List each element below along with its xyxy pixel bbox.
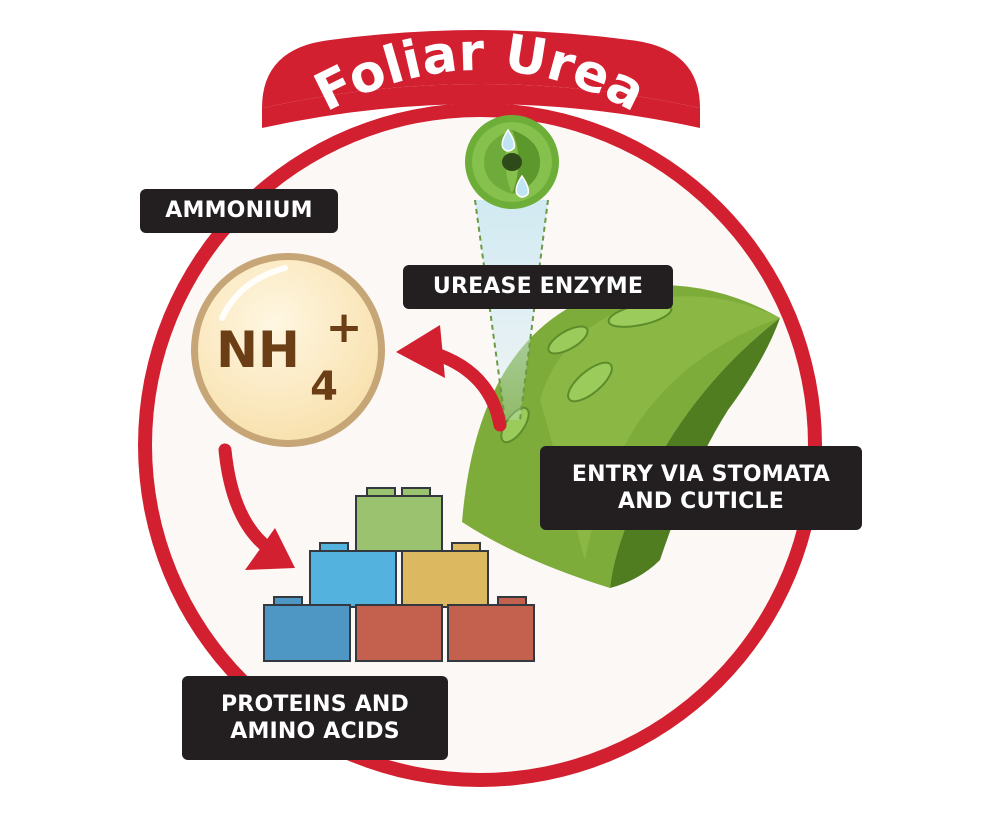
- label-urease-enzyme: UREASE ENZYME: [403, 265, 673, 309]
- arrow-icon: [396, 325, 507, 432]
- label-ammonium: AMMONIUM: [140, 189, 338, 233]
- label-ammonium-text: AMMONIUM: [165, 198, 313, 224]
- ammonium-subscript: 4: [310, 364, 338, 410]
- label-proteins-line2: AMINO ACIDS: [230, 719, 400, 744]
- water-drop-icon: [501, 128, 516, 152]
- water-drop-icon: [515, 174, 530, 198]
- arrow-icon: [218, 443, 295, 570]
- ammonium-charge: +: [326, 302, 363, 353]
- stomata-icon: [465, 115, 559, 209]
- ammonium-molecule: NH 4 +: [191, 253, 385, 447]
- label-proteins: PROTEINS AND AMINO ACIDS: [182, 676, 448, 760]
- label-urease-text: UREASE ENZYME: [432, 274, 644, 300]
- label-entry-line1: ENTRY VIA STOMATA: [571, 461, 831, 487]
- stomata-beam: [475, 200, 548, 420]
- label-entry-line2: AND CUTICLE: [618, 489, 784, 514]
- label-proteins-line1: PROTEINS AND: [220, 691, 409, 717]
- label-entry-stomata: ENTRY VIA STOMATA AND CUTICLE: [540, 446, 862, 530]
- ammonium-symbol: NH: [216, 321, 300, 379]
- building-block-icon: [263, 487, 535, 662]
- title-banner-lower: [262, 84, 700, 128]
- title-banner: [262, 30, 700, 108]
